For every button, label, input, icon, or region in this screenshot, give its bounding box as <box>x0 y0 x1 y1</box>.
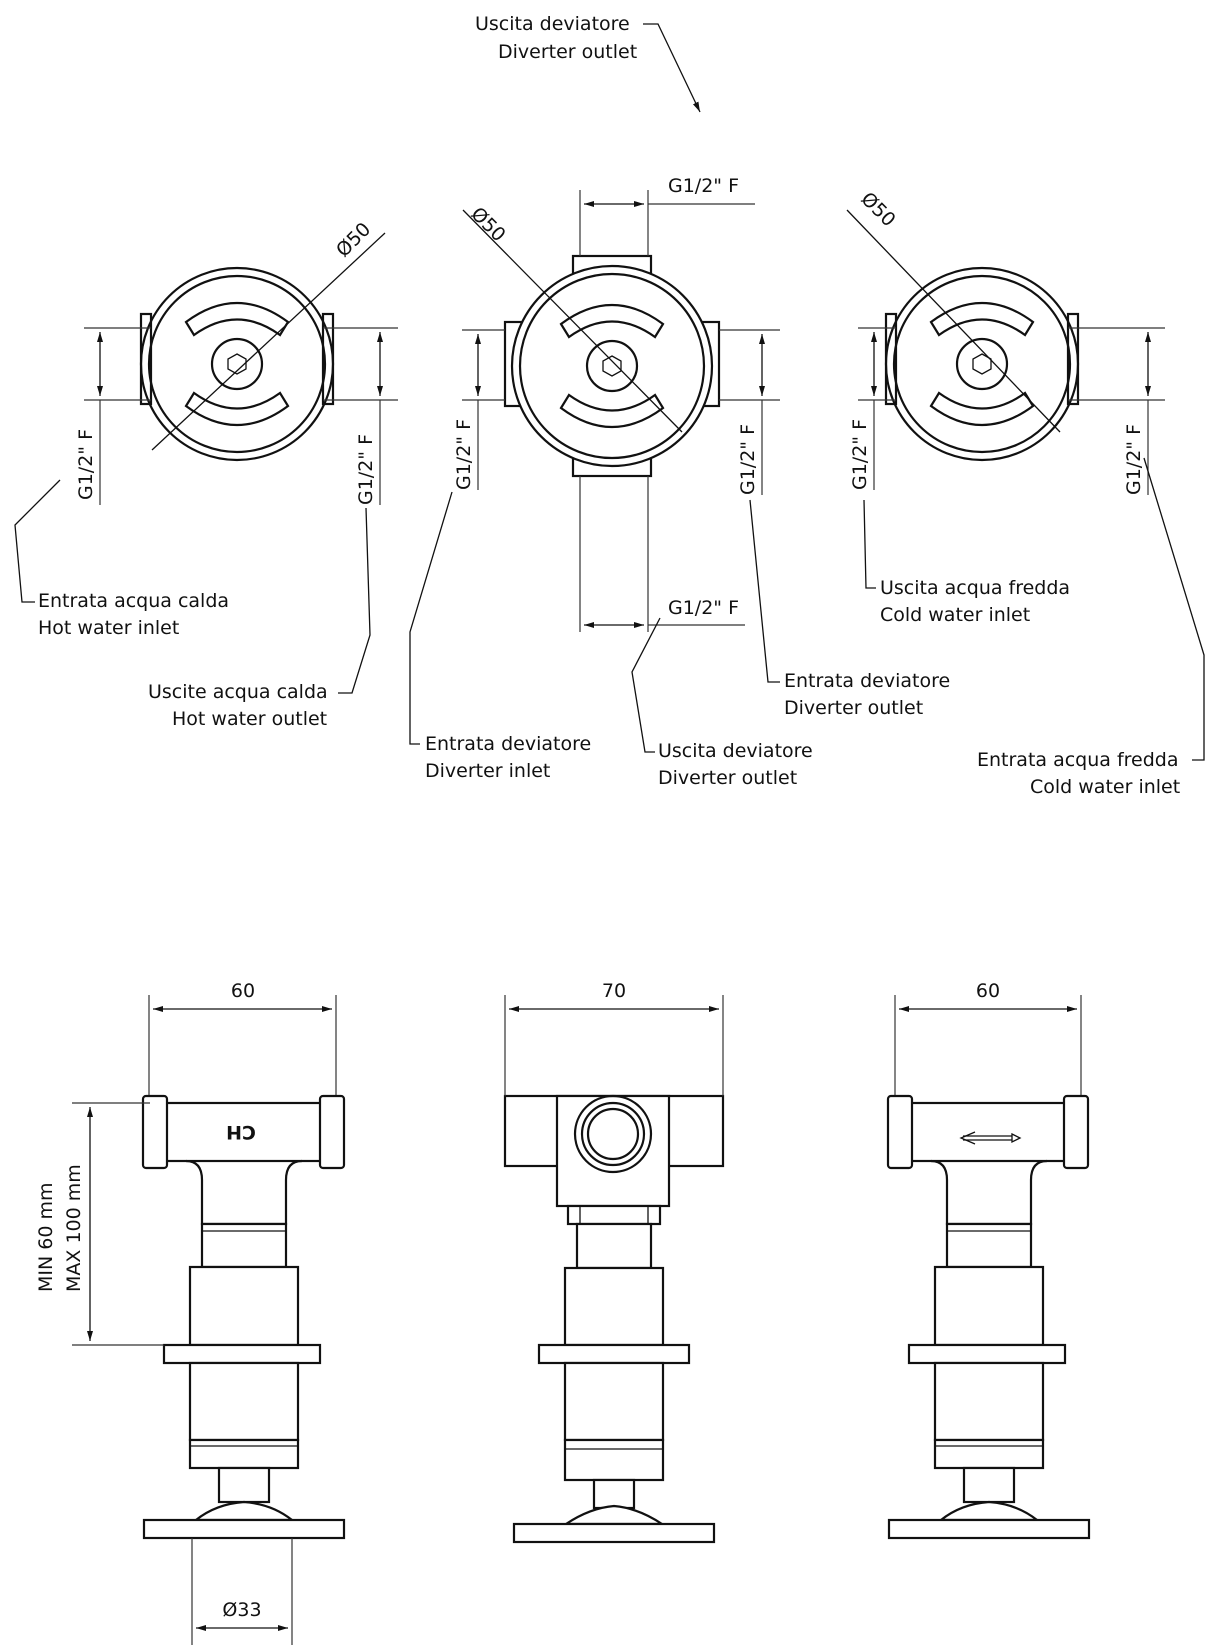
cold-front-dimensions: 60 <box>894 980 1082 1095</box>
top-diverter-outlet-label: Uscita deviatore Diverter outlet <box>475 13 701 113</box>
label-text: Cold water inlet <box>880 604 1030 626</box>
thread-dim: G1/2" F <box>1123 424 1145 495</box>
label-text: Entrata deviatore <box>425 733 591 755</box>
label-text: Diverter outlet <box>498 41 637 63</box>
hot-dimensions: G1/2" F G1/2" F Ø50 <box>75 218 398 505</box>
max-depth-dim: MAX 100 mm <box>63 1164 85 1292</box>
thread-dim: G1/2" F <box>355 434 377 505</box>
label-text: Uscite acqua calda <box>148 681 328 703</box>
hot-marking: CH <box>226 1121 256 1143</box>
label-text: Diverter inlet <box>425 760 550 782</box>
thread-dim: G1/2" F <box>668 175 739 197</box>
diameter-dim: Ø50 <box>856 188 899 231</box>
diverter-front-dimensions: 70 <box>504 980 724 1096</box>
label-text: Entrata deviatore <box>784 670 950 692</box>
front-view-diverter <box>503 1094 725 1544</box>
hot-front-dimensions: 60 MIN 60 mm MAX 100 mm Ø33 <box>35 980 337 1645</box>
label-text: Uscita deviatore <box>475 13 630 35</box>
diameter-dim: Ø50 <box>466 203 509 246</box>
diverter-entry-right-label: Entrata deviatore Diverter outlet <box>749 499 950 719</box>
label-text: Hot water inlet <box>38 617 179 639</box>
diameter-dim: Ø50 <box>332 218 375 261</box>
flow-arrow-icon <box>959 1131 1022 1145</box>
thread-dim: G1/2" F <box>75 429 97 500</box>
cold-water-inlet-label: Entrata acqua fredda Cold water inlet <box>977 457 1205 798</box>
min-depth-dim: MIN 60 mm <box>35 1183 57 1292</box>
top-view-diverter <box>462 209 721 478</box>
front-view-hot-valve: CH <box>141 1094 346 1540</box>
diverter-outlet-bottom-label: Uscita deviatore Diverter outlet <box>631 617 813 789</box>
thread-dim: G1/2" F <box>737 424 759 495</box>
thread-dim: G1/2" F <box>668 597 739 619</box>
width-dim: 60 <box>976 980 1000 1002</box>
thread-dim: G1/2" F <box>453 419 475 490</box>
label-text: Cold water inlet <box>1030 776 1180 798</box>
hot-water-outlet-label: Uscite acqua calda Hot water outlet <box>148 507 371 730</box>
label-text: Uscita deviatore <box>658 740 813 762</box>
width-dim: 70 <box>602 980 626 1002</box>
front-view-cold-valve <box>886 1094 1091 1540</box>
cold-water-outlet-label: Uscita acqua fredda Cold water inlet <box>863 499 1070 626</box>
diverter-inlet-label: Entrata deviatore Diverter inlet <box>409 491 591 782</box>
width-dim: 60 <box>231 980 255 1002</box>
label-text: Diverter outlet <box>658 767 797 789</box>
top-view-hot-valve <box>139 232 386 462</box>
label-text: Diverter outlet <box>784 697 923 719</box>
label-text: Entrata acqua fredda <box>977 749 1179 771</box>
top-view-cold-valve <box>846 209 1080 462</box>
thread-dim: G1/2" F <box>849 419 871 490</box>
base-diameter-dim: Ø33 <box>222 1599 261 1621</box>
hot-water-inlet-label: Entrata acqua calda Hot water inlet <box>14 479 229 639</box>
label-text: Entrata acqua calda <box>38 590 229 612</box>
label-text: Uscita acqua fredda <box>880 577 1070 599</box>
label-text: Hot water outlet <box>172 708 327 730</box>
